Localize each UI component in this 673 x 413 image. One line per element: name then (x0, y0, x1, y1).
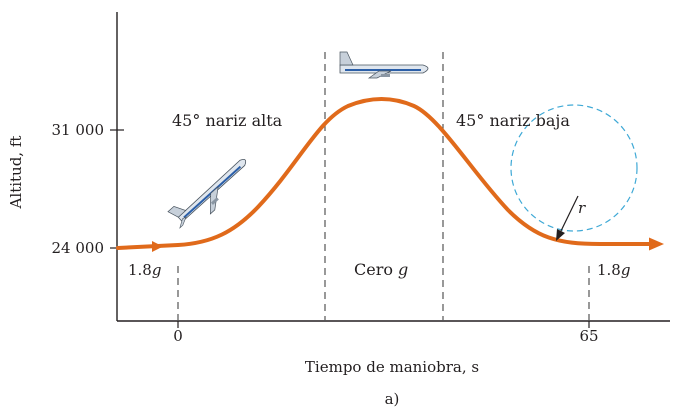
y-tick-label-31000: 31 000 (52, 121, 105, 139)
region-label-nose-up: 45° nariz alta (172, 111, 283, 130)
load-right-value: 1.8 (597, 261, 621, 279)
radius-arrowhead (556, 229, 565, 241)
y-tick-label-24000: 24 000 (52, 239, 105, 257)
load-factor-left: 1.8g (128, 261, 161, 279)
radius-label: r (578, 199, 586, 217)
trajectory-end-arrowhead (649, 237, 664, 251)
load-left-symbol: g (152, 261, 162, 279)
zero-g-symbol: g (398, 260, 408, 279)
y-axis-title: Altitud, ft (7, 136, 25, 210)
figure-caption: a) (385, 390, 400, 408)
load-right-symbol: g (621, 261, 631, 279)
curvature-circle (510, 104, 638, 232)
x-tick-label-0: 0 (173, 327, 183, 345)
load-factor-right: 1.8g (597, 261, 630, 279)
airplane-climbing-icon (167, 159, 247, 229)
zero-g-word: Cero (354, 260, 393, 279)
airplane-level-icon (339, 51, 429, 79)
x-axis-title: Tiempo de maniobra, s (305, 358, 479, 376)
trajectory-start-arrowhead (152, 241, 163, 252)
load-left-value: 1.8 (128, 261, 152, 279)
flight-trajectory (116, 97, 654, 250)
radius-arrow (559, 195, 579, 234)
x-tick-label-65: 65 (579, 327, 598, 345)
region-label-nose-down: 45° nariz baja (456, 111, 570, 130)
